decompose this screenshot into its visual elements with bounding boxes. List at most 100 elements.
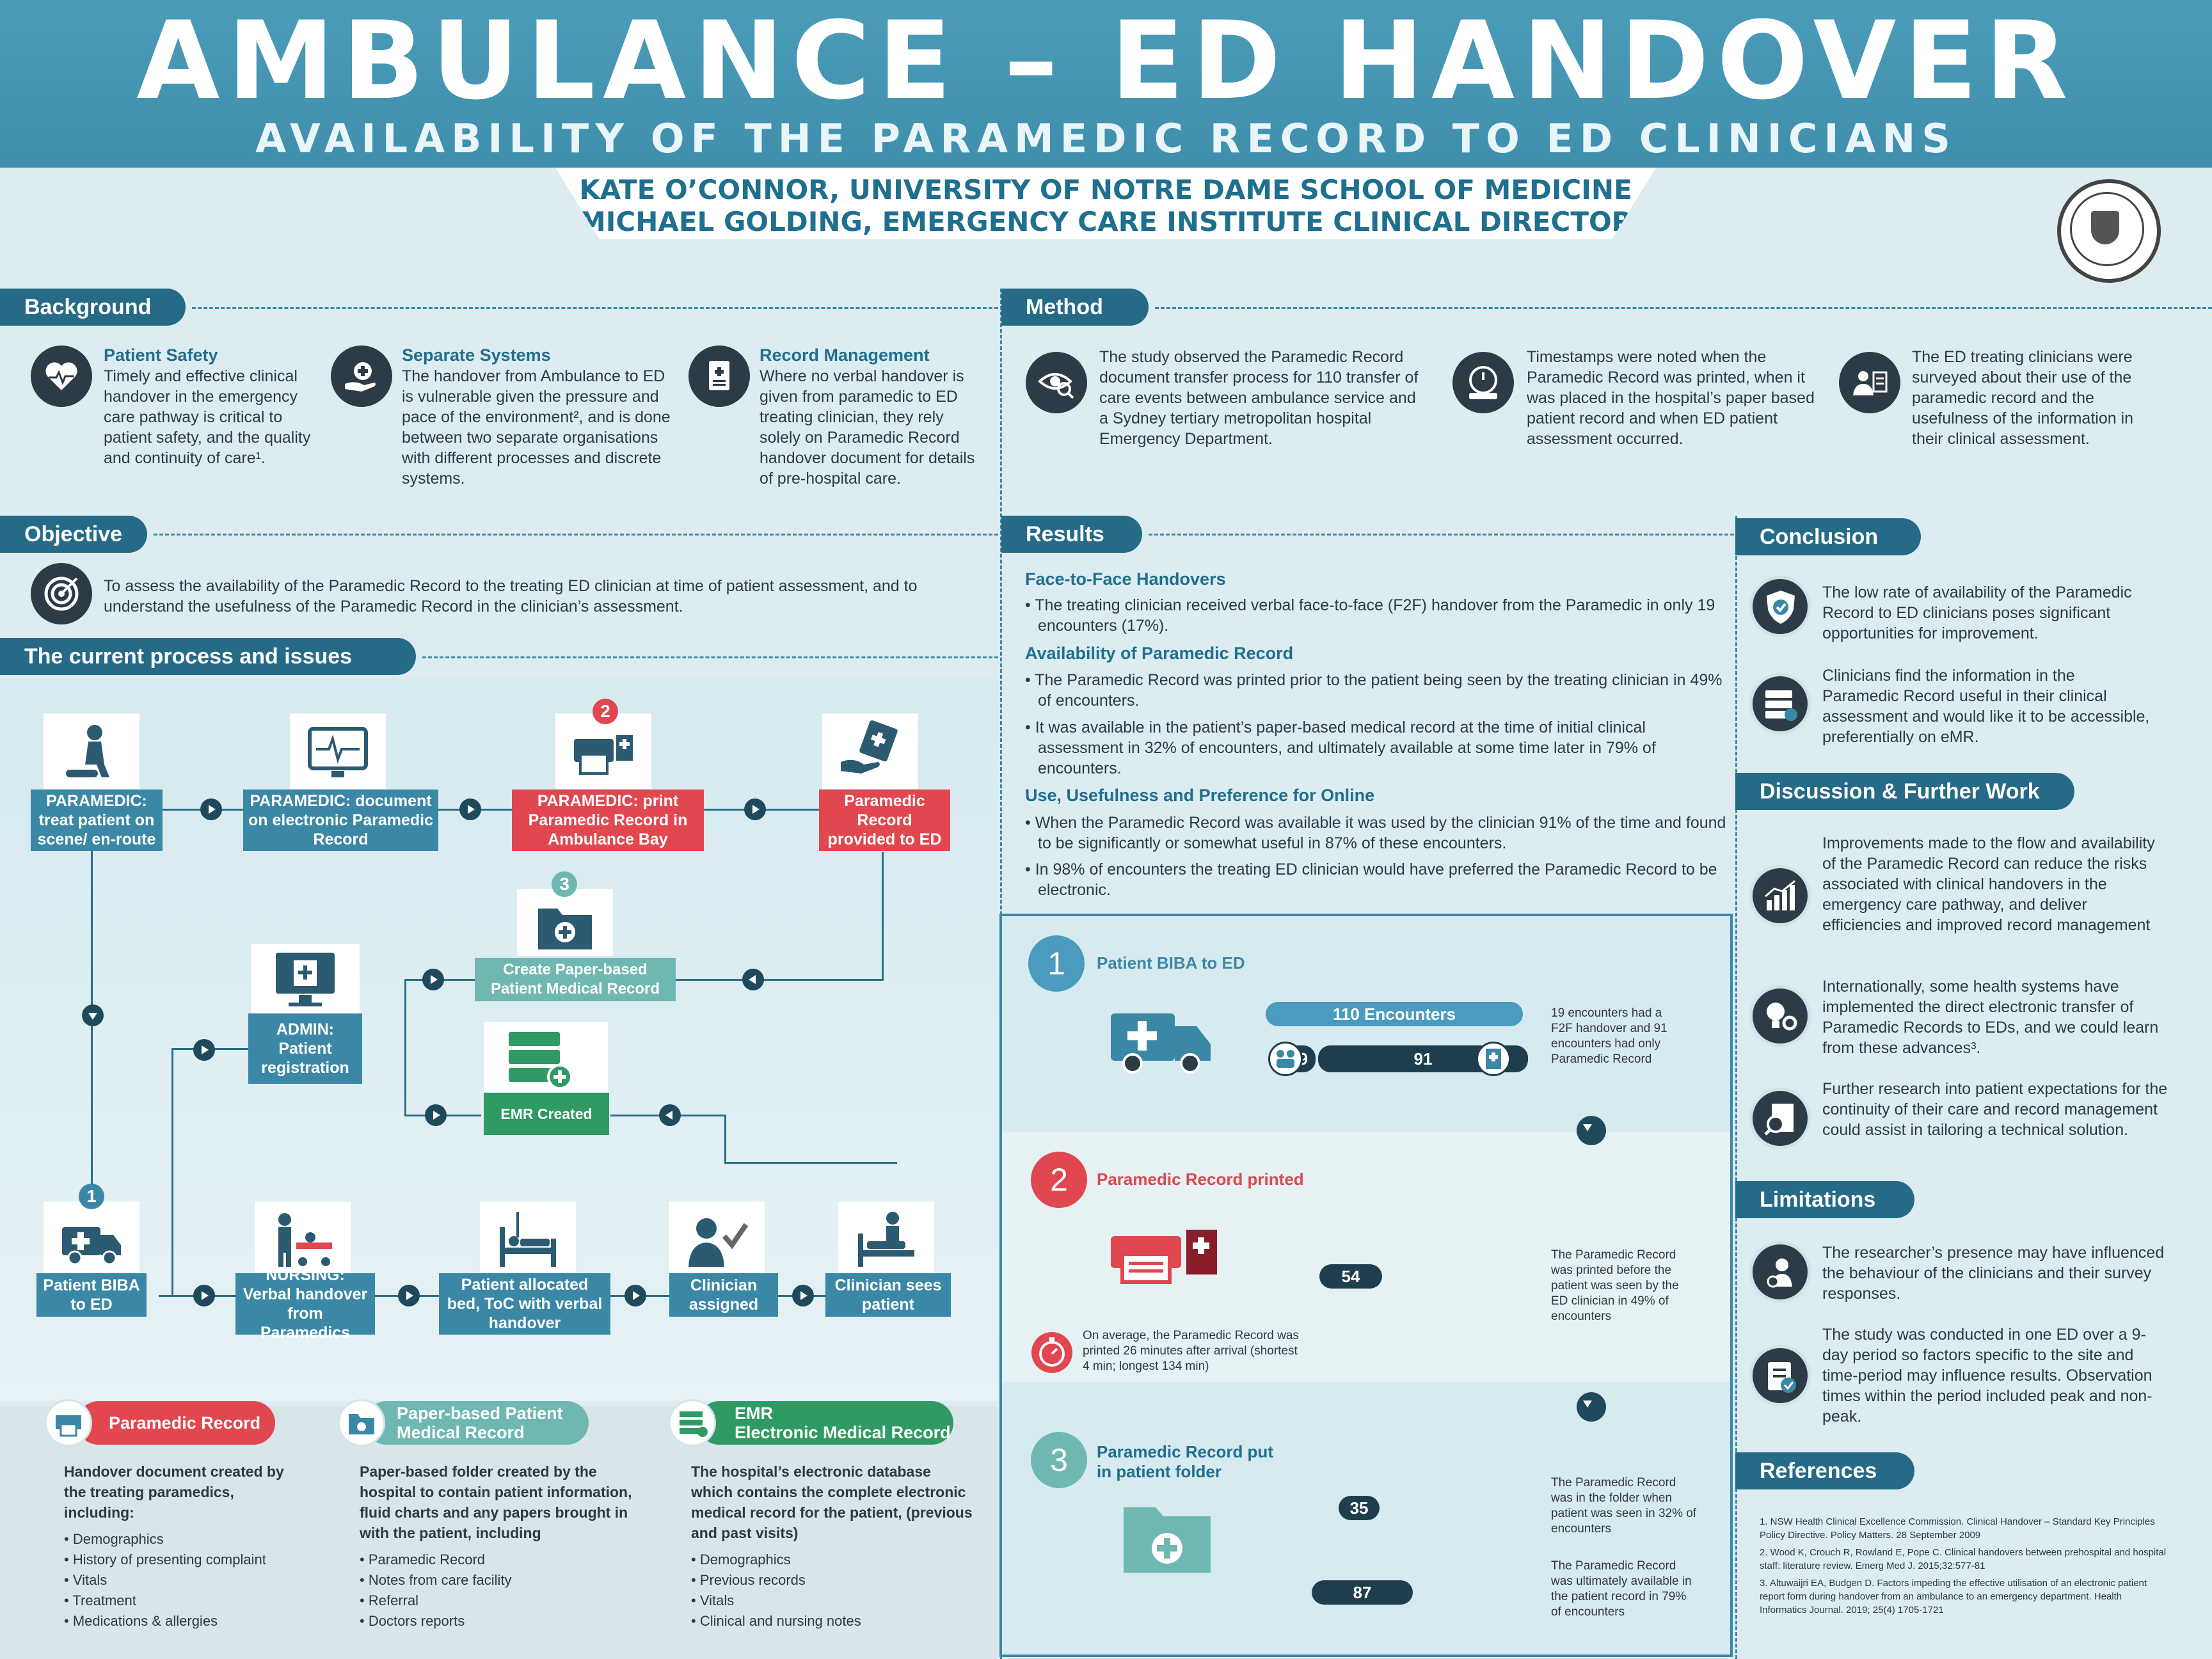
flow-arrow bbox=[459, 798, 481, 820]
checklist-icon bbox=[1749, 1345, 1811, 1406]
divider bbox=[154, 534, 998, 536]
flow-arrow bbox=[625, 1285, 646, 1306]
list-item: Referral bbox=[360, 1591, 512, 1611]
step-paramedic-treat: PARAMEDIC: treat patient on scene/ en-ro… bbox=[31, 790, 163, 851]
discussion-text-3: Further research into patient expectatio… bbox=[1822, 1080, 2168, 1139]
heart-pulse-icon bbox=[31, 345, 92, 407]
step-nursing-handover: NURSING: Verbal handover from Paramedics bbox=[235, 1266, 375, 1342]
results-heading-usefulness: Use, Usefulness and Preference for Onlin… bbox=[1025, 786, 1375, 805]
poster-subtitle: AVAILABILITY OF THE PARAMEDIC RECORD TO … bbox=[255, 115, 1957, 162]
divider bbox=[1149, 534, 1734, 536]
method-text-3: The ED treating clinicians were surveyed… bbox=[1912, 348, 2134, 448]
separate-systems-heading: Separate Systems bbox=[402, 345, 551, 365]
section-tab-background: Background bbox=[0, 289, 186, 326]
limitations-text-2: The study was conducted in one ED over a… bbox=[1822, 1326, 2152, 1425]
legend-emr-lead: The hospital’s electronic database which… bbox=[691, 1463, 973, 1541]
bulb-gear-icon bbox=[1749, 985, 1811, 1047]
badge-1: 1 bbox=[79, 1184, 104, 1209]
poster-title: AMBULANCE – ED HANDOVER bbox=[136, 0, 2076, 123]
legend-emr-list: Demographics Previous records Vitals Cli… bbox=[691, 1550, 861, 1631]
list-item: Demographics bbox=[64, 1529, 266, 1550]
authors-banner: KATE O’CONNOR, UNIVERSITY OF NOTRE DAME … bbox=[555, 168, 1656, 239]
legend-paper-list: Paramedic Record Notes from care facilit… bbox=[360, 1550, 512, 1631]
step-title-folder-1: Paramedic Record put bbox=[1097, 1442, 1273, 1461]
in-folder-bar: 35 bbox=[1339, 1496, 1380, 1520]
shield-check-icon bbox=[1749, 576, 1811, 637]
flow-arrow bbox=[422, 969, 444, 990]
legend-paper-label-1: Paper-based Patient bbox=[397, 1404, 563, 1423]
hand-plus-icon bbox=[331, 345, 392, 407]
printed-bar: 54 bbox=[1319, 1264, 1382, 1289]
conclusion-text-1: The low rate of availability of the Para… bbox=[1822, 583, 2132, 642]
badge-2: 2 bbox=[593, 699, 618, 724]
flow-arrow bbox=[193, 1285, 215, 1306]
printer-icon bbox=[555, 713, 651, 789]
step-allocated-bed: Patient allocated bed, ToC with verbal h… bbox=[439, 1273, 610, 1335]
flow-arrow bbox=[425, 1104, 447, 1126]
ambulance-icon bbox=[44, 1202, 139, 1277]
clinician-bed-icon bbox=[838, 1202, 934, 1277]
divider bbox=[422, 656, 998, 658]
list-item: Vitals bbox=[64, 1570, 266, 1591]
reference-1: 1. NSW Health Clinical Excellence Commis… bbox=[1760, 1516, 2155, 1541]
folder-plus-icon bbox=[1120, 1497, 1216, 1580]
hospital-bed-icon bbox=[480, 1202, 576, 1277]
results-bullet: • When the Paramedic Record was availabl… bbox=[1025, 814, 1726, 852]
note-printed: The Paramedic Record was printed before … bbox=[1551, 1248, 1679, 1323]
limitations-text-1: The researcher’s presence may have influ… bbox=[1822, 1244, 2165, 1303]
header-banner bbox=[0, 0, 2212, 168]
list-item: Vitals bbox=[691, 1591, 861, 1611]
conclusion-text-2: Clinicians find the information in the P… bbox=[1822, 667, 2150, 746]
list-item: Paramedic Record bbox=[360, 1550, 512, 1570]
list-item: History of presenting complaint bbox=[64, 1550, 266, 1570]
method-text-1: The study observed the Paramedic Record … bbox=[1099, 348, 1419, 448]
flow-arrow bbox=[744, 798, 766, 820]
flow-arrow bbox=[659, 1104, 681, 1126]
printer-icon bbox=[1107, 1216, 1222, 1286]
university-seal-logo bbox=[2057, 179, 2161, 283]
record-management-heading: Record Management bbox=[760, 345, 930, 365]
patient-safety-heading: Patient Safety bbox=[104, 345, 218, 365]
results-bullet: • In 98% of encounters the treating ED c… bbox=[1025, 861, 1717, 899]
step-clinician-sees: Clinician sees patient bbox=[825, 1273, 951, 1317]
list-item: Treatment bbox=[64, 1591, 266, 1611]
section-tab-references: References bbox=[1735, 1452, 1914, 1489]
timer-icon bbox=[1452, 352, 1514, 413]
clipboard-icon bbox=[688, 345, 750, 407]
separate-systems-text: The handover from Ambulance to ED is vul… bbox=[402, 367, 671, 488]
ambulance-icon bbox=[1107, 1004, 1216, 1075]
flow-arrow bbox=[792, 1285, 814, 1306]
author-2: MICHAEL GOLDING, EMERGENCY CARE INSTITUT… bbox=[578, 206, 1633, 237]
paramedic-cpr-icon bbox=[44, 713, 139, 789]
person-search-icon bbox=[1749, 1241, 1811, 1303]
section-tab-objective: Objective bbox=[0, 516, 147, 553]
step-title-folder-2: in patient folder bbox=[1097, 1462, 1221, 1481]
step-clinician-assigned: Clinician assigned bbox=[669, 1273, 778, 1317]
note-biba: 19 encounters had a F2F handover and 91 … bbox=[1551, 1006, 1667, 1066]
clinician-check-icon bbox=[669, 1202, 765, 1277]
step-admin-registration: ADMIN: Patient registration bbox=[248, 1013, 362, 1084]
reference-2: 2. Wood K, Crouch R, Rowland E, Pope C. … bbox=[1760, 1547, 2167, 1571]
server-plus-icon bbox=[484, 1022, 608, 1092]
hand-document-icon bbox=[822, 713, 918, 789]
results-heading-availability: Availability of Paramedic Record bbox=[1025, 644, 1294, 663]
results-bullet: • The treating clinician received verbal… bbox=[1025, 596, 1715, 635]
section-tab-method: Method bbox=[1001, 289, 1149, 326]
chart-up-icon bbox=[1749, 865, 1811, 926]
note-timer: On average, the Paramedic Record was pri… bbox=[1083, 1329, 1299, 1373]
patient-safety-text: Timely and effective clinical handover i… bbox=[104, 367, 311, 467]
objective-text: To assess the availability of the Parame… bbox=[104, 577, 918, 615]
divider bbox=[192, 307, 998, 309]
section-tab-discussion: Discussion & Further Work bbox=[1735, 773, 2074, 810]
ultimately-available-bar: 87 bbox=[1312, 1580, 1413, 1605]
legend-paramedic-lead: Handover document created by the treatin… bbox=[64, 1463, 284, 1521]
section-tab-results: Results bbox=[1001, 516, 1142, 553]
legend-paper-lead: Paper-based folder created by the hospit… bbox=[360, 1463, 632, 1541]
legend-emr-label-2: Electronic Medical Record bbox=[735, 1423, 951, 1442]
legend-paramedic-record: Paramedic Record bbox=[77, 1401, 275, 1445]
flow-arrow bbox=[82, 1004, 104, 1026]
step-number-1: 1 bbox=[1028, 935, 1085, 992]
list-item: Clinical and nursing notes bbox=[691, 1611, 861, 1631]
method-text-2: Timestamps were noted when the Paramedic… bbox=[1527, 348, 1815, 448]
legend-paramedic-list: Demographics History of presenting compl… bbox=[64, 1529, 266, 1631]
